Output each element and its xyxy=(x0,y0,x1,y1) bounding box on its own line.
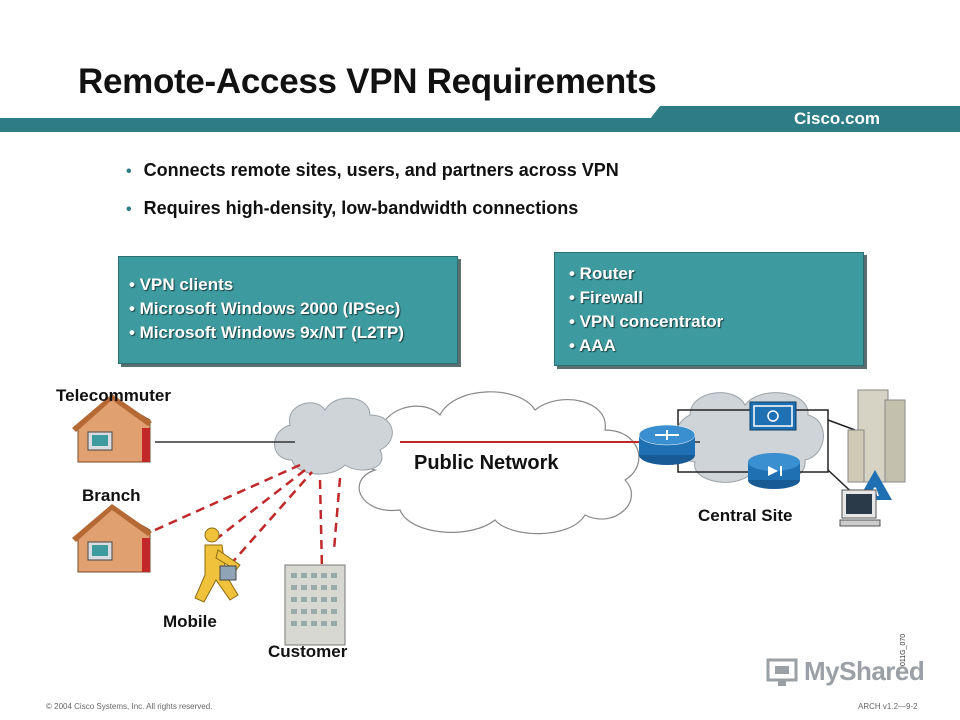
client-requirements-box: • VPN clients • Microsoft Windows 2000 (… xyxy=(118,256,458,364)
site-item: • VPN concentrator xyxy=(569,312,724,331)
firewall-icon xyxy=(749,401,797,431)
client-item: • Microsoft Windows 2000 (IPSec) xyxy=(129,299,401,318)
client-item: • VPN clients xyxy=(129,275,234,294)
network-diagram: A xyxy=(72,389,906,646)
branch-label: Branch xyxy=(82,486,141,505)
site-item: • Router xyxy=(569,264,635,283)
public-network-label: Public Network xyxy=(414,452,559,474)
router-icon xyxy=(638,424,696,465)
isp-cloud-icon xyxy=(274,397,393,475)
bullet-text: Requires high-density, low-bandwidth con… xyxy=(143,198,579,218)
watermark-logo-icon xyxy=(766,658,798,686)
brand-bar xyxy=(0,106,960,132)
brand-label: Cisco.com xyxy=(794,109,880,128)
mobile-user-icon xyxy=(194,527,241,603)
site-requirements-box: • Router • Firewall • VPN concentrator •… xyxy=(554,252,864,366)
site-item: • AAA xyxy=(569,336,616,355)
vpn-concentrator-icon xyxy=(748,453,800,489)
slide-title: Remote-Access VPN Requirements xyxy=(78,62,657,101)
telecommuter-label: Telecommuter xyxy=(56,386,171,405)
vpn-tunnels xyxy=(154,463,342,571)
course-code: ARCH v1.2—9-2 xyxy=(858,702,918,711)
bullet-dot: • xyxy=(126,163,132,180)
customer-building-icon xyxy=(284,564,346,646)
site-item: • Firewall xyxy=(569,288,643,307)
mobile-label: Mobile xyxy=(163,612,217,631)
central-building-icon xyxy=(847,389,906,483)
customer-label: Customer xyxy=(268,642,348,661)
watermark-text: MyShared xyxy=(804,656,925,686)
aaa-server-icon: A xyxy=(839,470,892,527)
telecommuter-house-icon xyxy=(72,394,152,463)
branch-house-icon xyxy=(72,504,152,573)
bullet-2: • Requires high-density, low-bandwidth co… xyxy=(126,198,578,219)
bullet-text: Connects remote sites, users, and partne… xyxy=(143,160,619,180)
central-site-label: Central Site xyxy=(698,506,793,525)
bullet-dot: • xyxy=(126,201,132,218)
client-item: • Microsoft Windows 9x/NT (L2TP) xyxy=(129,323,404,342)
public-network-cloud xyxy=(358,391,640,535)
copyright-text: © 2004 Cisco Systems, Inc. All rights re… xyxy=(46,702,213,711)
bullet-1: • Connects remote sites, users, and partn… xyxy=(126,160,619,181)
